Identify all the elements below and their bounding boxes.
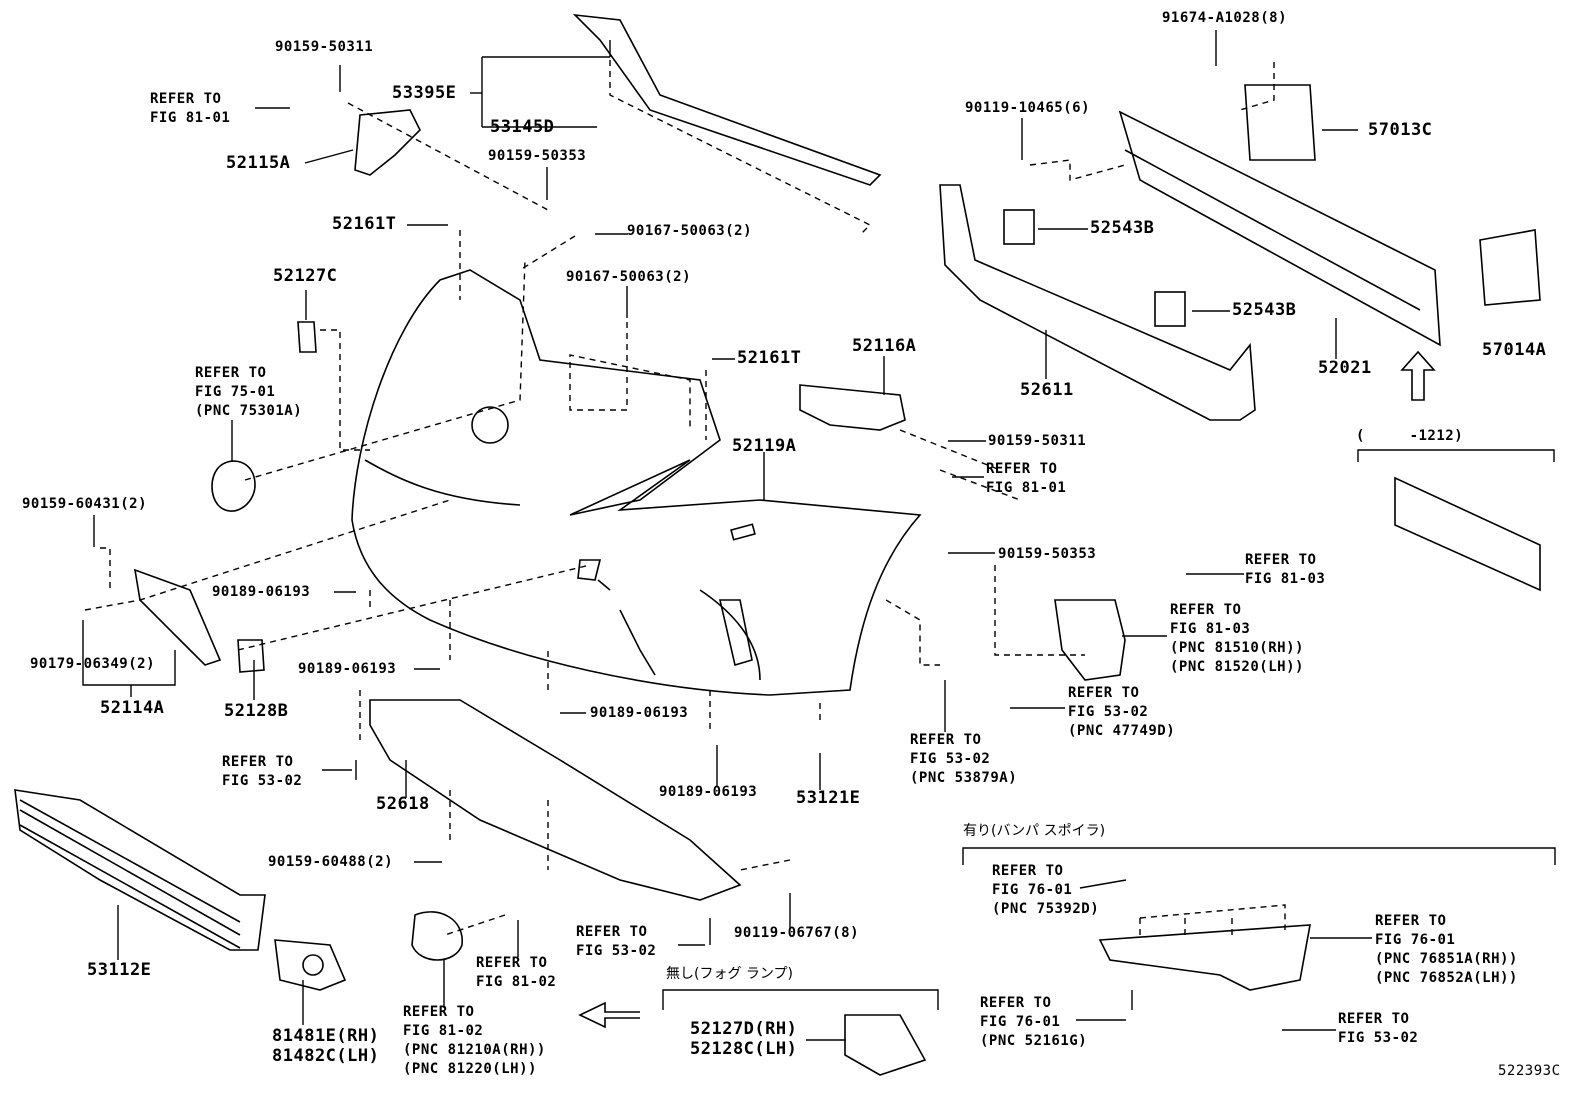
fastener-91674-A1028: 91674-A1028(8) (1162, 10, 1288, 26)
part-52543B-b[interactable]: 52543B (1232, 300, 1297, 320)
reinforcement-drawing (939, 84, 1541, 592)
fastener-90159-60488: 90159-60488(2) (268, 854, 394, 870)
fastener-90159-50311-b: 90159-50311 (988, 433, 1087, 449)
fastener-90159-50311: 90159-50311 (275, 39, 374, 55)
part-52161T-a[interactable]: 52161T (332, 214, 397, 234)
fastener-90167-50063-a: 90167-50063(2) (627, 223, 753, 239)
part-53145D[interactable]: 53145D (490, 117, 555, 137)
part-52127C[interactable]: 52127C (273, 266, 338, 286)
fastener-90159-50353: 90159-50353 (488, 148, 587, 164)
lower-parts-drawing (14, 13, 1311, 1076)
part-52114A[interactable]: 52114A (100, 698, 165, 718)
part-52128C[interactable]: 52128C(LH) (690, 1039, 798, 1059)
part-52116A[interactable]: 52116A (852, 336, 917, 356)
fastener-90119-10465: 90119-10465(6) (965, 100, 1091, 116)
part-81482C[interactable]: 81482C(LH) (272, 1046, 380, 1066)
fastener-90189-06193-b: 90189-06193 (298, 661, 397, 677)
fastener-90179-06349: 90179-06349(2) (30, 656, 156, 672)
ref-fig-76-01-c[interactable]: REFER TO FIG 76-01 (PNC 52161G) (980, 995, 1088, 1049)
ref-fig-53-02-e[interactable]: REFER TO FIG 53-02 (1338, 1011, 1419, 1046)
part-57014A[interactable]: 57014A (1482, 340, 1547, 360)
ref-fig-81-02-b[interactable]: REFER TO FIG 81-02 (PNC 81210A(RH)) (PNC… (403, 1004, 546, 1077)
fastener-90119-06767: 90119-06767(8) (734, 925, 860, 941)
part-52618[interactable]: 52618 (376, 794, 430, 814)
with-bumper-spoiler-note: 有り(バンパ スポイラ) (963, 823, 1106, 839)
ref-fig-81-03-a[interactable]: REFER TO FIG 81-03 (1245, 552, 1326, 587)
fastener-90159-60431: 90159-60431(2) (22, 496, 148, 512)
part-52161T-b[interactable]: 52161T (737, 348, 802, 368)
part-52119A[interactable]: 52119A (732, 436, 797, 456)
hollow-arrow (578, 1001, 640, 1029)
bumper-cover-drawing (351, 269, 922, 696)
fastener-90159-50353-b: 90159-50353 (998, 546, 1097, 562)
ref-fig-53-02-a[interactable]: REFER TO FIG 53-02 (PNC 47749D) (1068, 685, 1176, 739)
part-53395E[interactable]: 53395E (392, 83, 457, 103)
part-52127D[interactable]: 52127D(RH) (690, 1019, 798, 1039)
part-53121E[interactable]: 53121E (796, 788, 861, 808)
fastener-90189-06193-c: 90189-06193 (590, 705, 689, 721)
ref-fig-81-01-a[interactable]: REFER TO FIG 81-01 (150, 91, 231, 126)
part-57013C[interactable]: 57013C (1368, 120, 1433, 140)
ref-fig-76-01-a[interactable]: REFER TO FIG 76-01 (PNC 75392D) (992, 863, 1100, 917)
dashed-leaders (84, 60, 1286, 936)
date-range-note: ( -1212) (1356, 428, 1464, 444)
part-81481E[interactable]: 81481E(RH) (272, 1026, 380, 1046)
ref-fig-75-01[interactable]: REFER TO FIG 75-01 (PNC 75301A) (195, 365, 303, 419)
fastener-90189-06193-a: 90189-06193 (212, 584, 311, 600)
ref-fig-76-01-b[interactable]: REFER TO FIG 76-01 (PNC 76851A(RH)) (PNC… (1375, 913, 1518, 986)
ref-fig-81-01-b[interactable]: REFER TO FIG 81-01 (986, 461, 1067, 496)
part-52021[interactable]: 52021 (1318, 358, 1372, 378)
diagram-code: 522393C (1498, 1063, 1561, 1079)
fastener-90167-50063-b: 90167-50063(2) (566, 269, 692, 285)
without-fog-lamp-note: 無し(フォグ ランプ) (666, 966, 793, 982)
ref-fig-53-02-d[interactable]: REFER TO FIG 53-02 (576, 924, 657, 959)
part-52543B-a[interactable]: 52543B (1090, 218, 1155, 238)
fastener-90189-06193-d: 90189-06193 (659, 784, 758, 800)
ref-fig-53-02-c[interactable]: REFER TO FIG 53-02 (222, 754, 303, 789)
part-52611[interactable]: 52611 (1020, 380, 1074, 400)
part-52115A[interactable]: 52115A (226, 153, 291, 173)
part-53112E[interactable]: 53112E (87, 960, 152, 980)
leader-lines (82, 30, 1556, 1041)
ref-fig-53-02-b[interactable]: REFER TO FIG 53-02 (PNC 53879A) (910, 732, 1018, 786)
part-52128B[interactable]: 52128B (224, 701, 289, 721)
ref-fig-81-02-a[interactable]: REFER TO FIG 81-02 (476, 955, 557, 990)
ref-fig-81-03-b[interactable]: REFER TO FIG 81-03 (PNC 81510(RH)) (PNC … (1170, 602, 1304, 675)
